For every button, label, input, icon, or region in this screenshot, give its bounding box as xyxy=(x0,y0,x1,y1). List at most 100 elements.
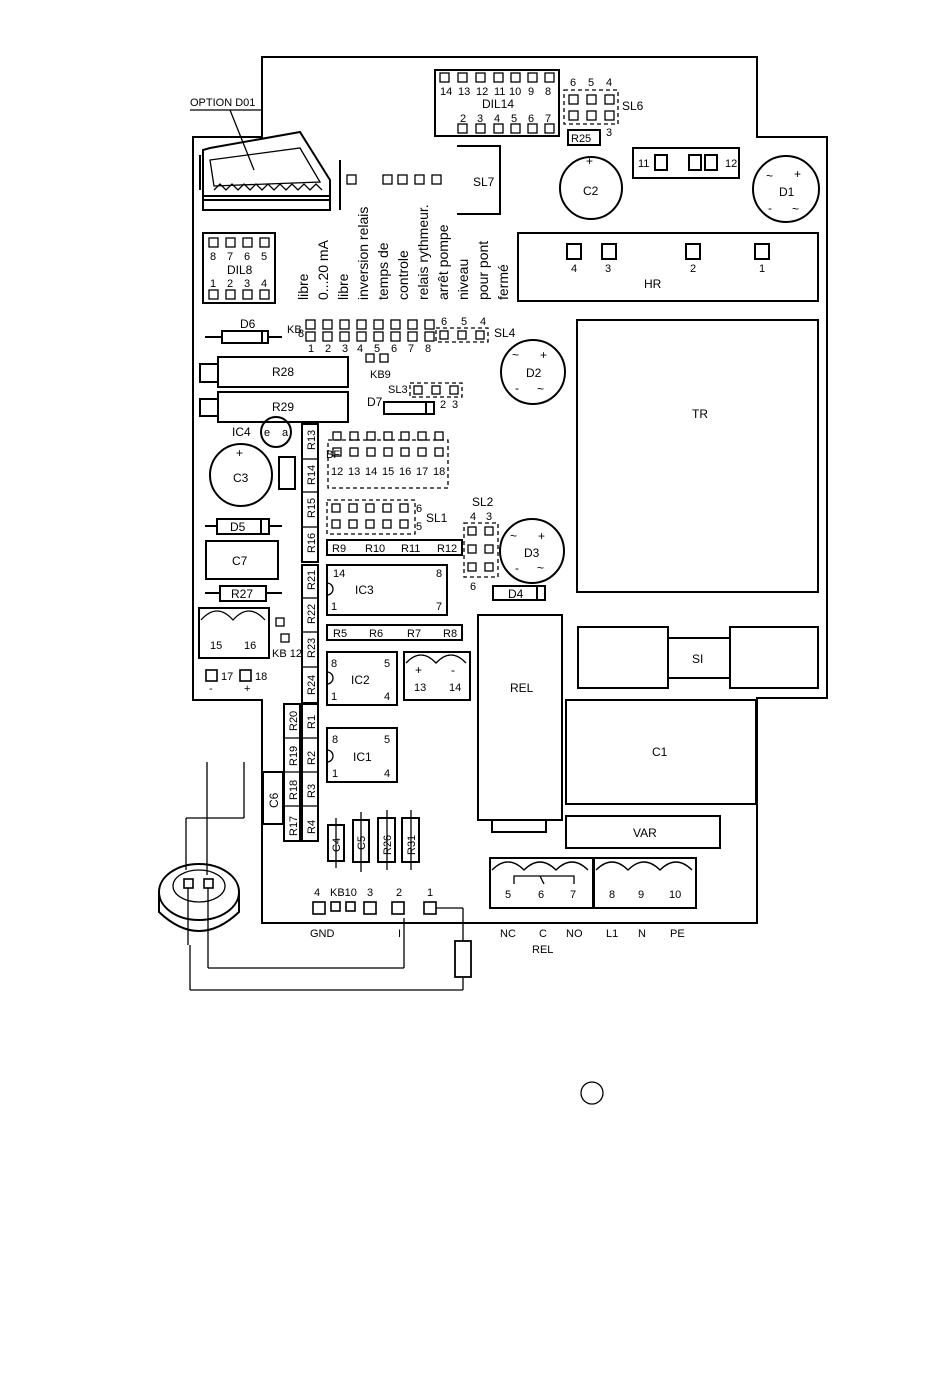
r18-label: R18 xyxy=(288,780,300,800)
i-label: I xyxy=(398,928,401,940)
transformer-tr: TR xyxy=(576,319,819,593)
c3-label: C3 xyxy=(233,471,249,485)
c2-label: C2 xyxy=(583,184,599,198)
dil14-pin-6: 6 xyxy=(528,113,534,125)
sl1-jumper: 6 5 SL1 xyxy=(326,499,448,535)
r23-label: R23 xyxy=(306,638,318,658)
sl1-label: SL1 xyxy=(426,511,448,525)
kb-num-5: 5 xyxy=(374,343,380,355)
var-label: VAR xyxy=(633,826,657,840)
kb10-label: KB10 xyxy=(330,887,357,899)
legend-inversion-relais: inversion relais xyxy=(355,207,371,300)
terminal-15-label: 15 xyxy=(210,640,222,652)
d4-label: D4 xyxy=(508,587,524,601)
d6-kb8-row: D6 KB 8 1 2 3 4 5 6 7 8 6 5 4 SL4 KB9 xyxy=(205,316,516,381)
sl4-num-4: 4 xyxy=(480,316,486,328)
ic3-chip: 14 8 IC3 1 7 xyxy=(326,564,448,616)
sl4-label: SL4 xyxy=(494,326,516,340)
terminal-8-label: 8 xyxy=(609,889,615,901)
dil14-pin-7: 7 xyxy=(545,113,551,125)
label-c: C xyxy=(539,928,547,940)
j11-label: 11 xyxy=(638,158,649,170)
dil14-pin-8: 8 xyxy=(545,86,551,98)
terminal-9-label: 9 xyxy=(638,889,644,901)
legend-relais-rythmeur: relais rythmeur. xyxy=(415,204,431,300)
legend-pour-pont: pour pont xyxy=(475,241,491,300)
bf-num-18: 18 xyxy=(433,466,445,478)
terminal-5-label: 5 xyxy=(505,889,511,901)
r29-label: R29 xyxy=(272,400,294,414)
d5-label: D5 xyxy=(230,520,246,534)
r7-label: R7 xyxy=(407,628,421,640)
sl2-num-3: 3 xyxy=(486,511,492,523)
kb8-label: KB xyxy=(287,324,302,336)
d2-tilde-1: ~ xyxy=(512,348,519,362)
sl6-jumper: 6 5 4 SL6 R25 3 xyxy=(563,77,644,146)
r1-label: R1 xyxy=(306,715,318,729)
gnd-label: GND xyxy=(310,928,335,940)
d1-plus: + xyxy=(794,167,801,181)
dil14-pin-13: 13 xyxy=(458,86,470,98)
d3-label: D3 xyxy=(524,546,540,560)
terminal-block-rel: 5 6 7 xyxy=(489,857,594,909)
d3-plus: + xyxy=(538,529,545,543)
c5-label: C5 xyxy=(356,836,368,850)
j12-label: 12 xyxy=(725,158,737,170)
pad-1-label: 1 xyxy=(427,887,433,899)
ic3-pin-7: 7 xyxy=(436,601,442,613)
connector-11-12: 11 12 xyxy=(632,147,740,179)
board-outline xyxy=(192,56,828,924)
pad-17-minus: - xyxy=(209,683,213,695)
capacitor-c6: C6 xyxy=(262,771,284,825)
pad-18-plus: + xyxy=(244,683,250,695)
d3-minus: - xyxy=(515,561,519,575)
kb9-label: KB9 xyxy=(370,369,391,381)
ic1-pin-5: 5 xyxy=(384,734,390,746)
resistor-column-left: R13 R14 R15 R16 R21 R22 R23 R24 xyxy=(301,423,319,704)
legend-libre-2: libre xyxy=(335,273,351,300)
bf-label: BF xyxy=(326,449,340,461)
legend-0-20ma: 0...20 mA xyxy=(315,239,331,300)
ic2-pin-8: 8 xyxy=(331,658,337,670)
bottom-pads: 4 KB10 3 2 1 GND I xyxy=(310,887,437,940)
r4-label: R4 xyxy=(306,820,318,834)
sl6-num-6: 6 xyxy=(570,77,576,89)
hr-num-4: 4 xyxy=(571,263,577,275)
sl3-num-2: 2 xyxy=(440,399,446,411)
dil8-pin-6: 6 xyxy=(244,251,250,263)
r11-label: R11 xyxy=(401,543,420,555)
kb-num-2: 2 xyxy=(325,343,331,355)
terminal-13-label: 13 xyxy=(414,682,426,694)
c3-plus: + xyxy=(236,446,243,460)
terminal-14-label: 14 xyxy=(449,682,461,694)
ic1-chip: 8 5 IC1 1 4 xyxy=(326,727,398,783)
terminal-6-label: 6 xyxy=(538,889,544,901)
dil14-pin-12: 12 xyxy=(476,86,488,98)
r27-label: R27 xyxy=(231,587,253,601)
dil8-pin-5: 5 xyxy=(261,251,267,263)
sl2-num-4: 4 xyxy=(470,511,476,523)
r10-label: R10 xyxy=(365,543,385,555)
capacitor-c2: + C2 xyxy=(559,154,623,220)
ic4-pin-e: e xyxy=(264,427,270,439)
diode-d4: D4 xyxy=(492,585,546,601)
kb-num-1: 1 xyxy=(308,343,314,355)
dil8-pin-7: 7 xyxy=(227,251,233,263)
capacitor-c1: C1 xyxy=(565,699,757,805)
resistors-r28-r29: R28 R29 xyxy=(199,356,349,423)
sl6-num-3: 3 xyxy=(606,127,612,139)
dil14-socket: 14 13 12 11 10 9 8 DIL14 2 3 4 5 6 7 xyxy=(434,69,560,137)
r9-label: R9 xyxy=(332,543,346,555)
bridge-rectifier-d2: ~ + D2 - ~ xyxy=(500,339,566,405)
legend-temps-de: temps de xyxy=(375,242,391,300)
sl2-label: SL2 xyxy=(472,495,494,509)
terminal-15-16: 15 16 KB 12 xyxy=(198,607,302,660)
dil8-pin-8: 8 xyxy=(210,251,216,263)
dil8-pin-1: 1 xyxy=(210,278,216,290)
pads-17-18: 17 18 - + xyxy=(205,669,267,695)
d1-label: D1 xyxy=(779,185,795,199)
r15-label: R15 xyxy=(306,498,318,518)
option-d01-module: OPTION D01 xyxy=(190,97,341,211)
